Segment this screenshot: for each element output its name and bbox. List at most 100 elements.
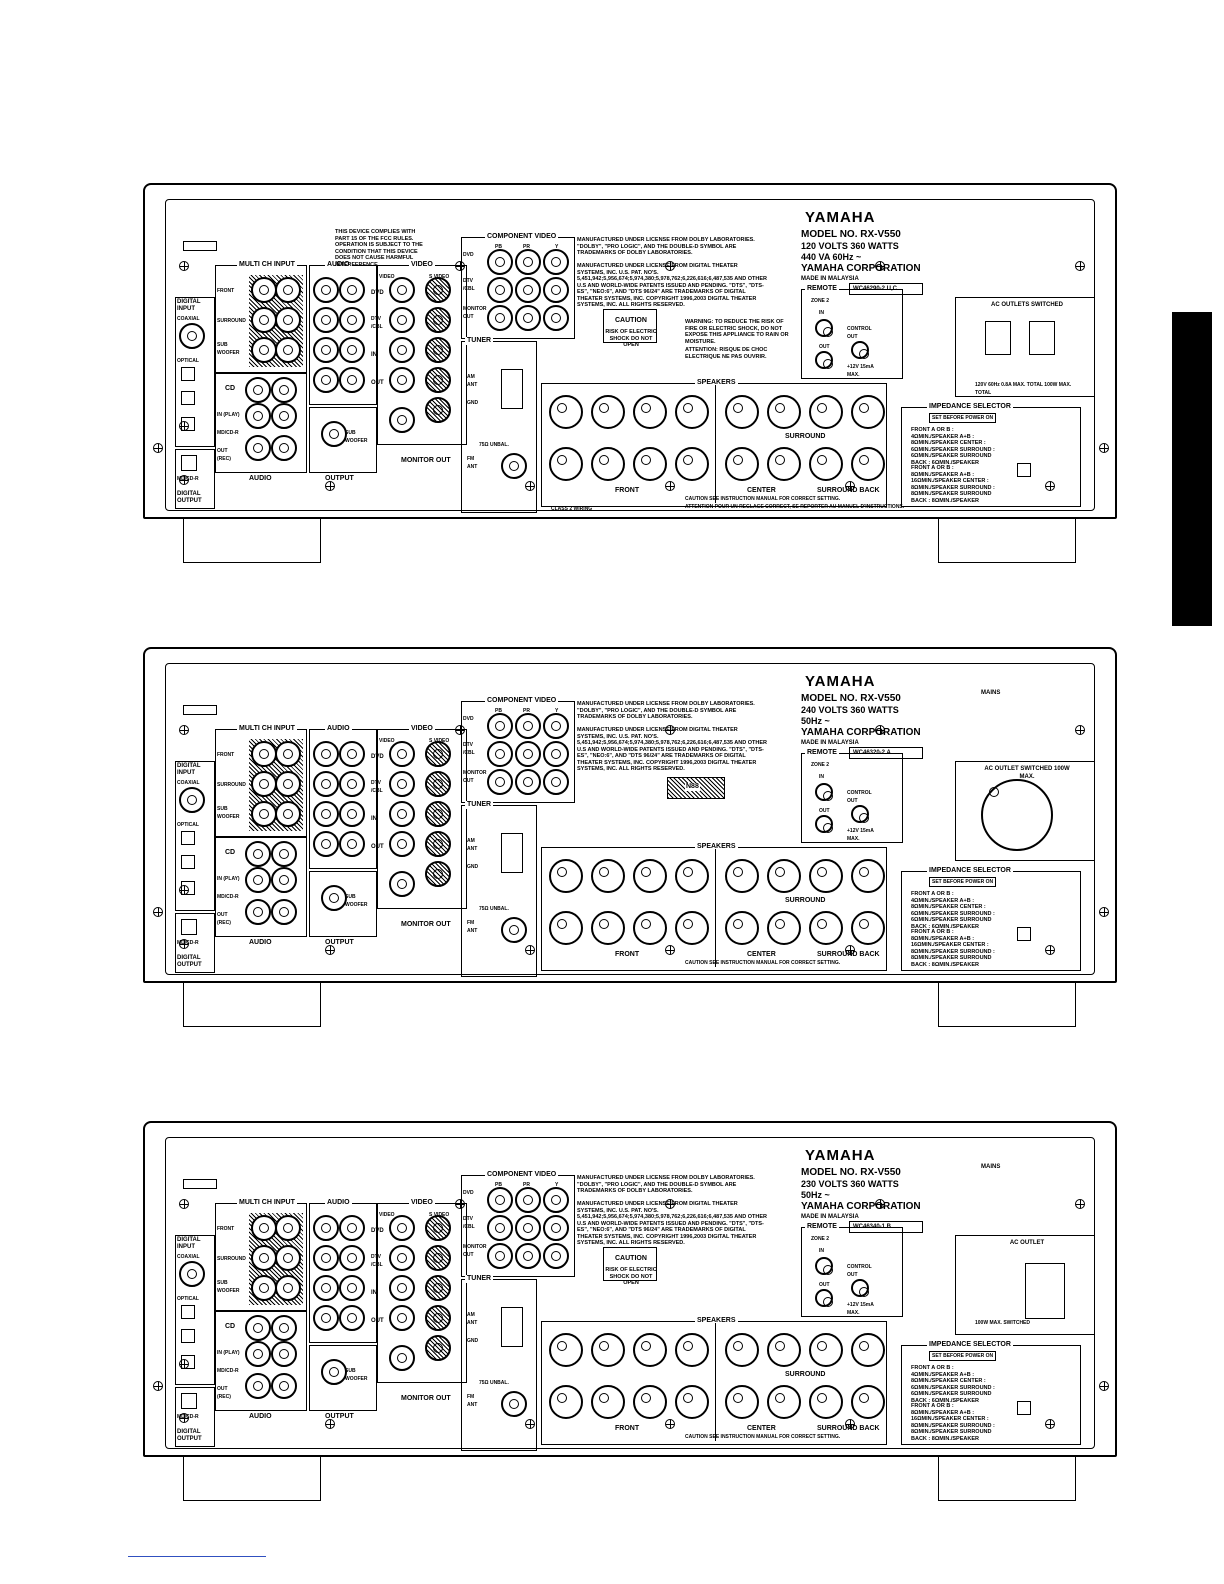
speaker-terminal-bottom-1[interactable]	[549, 447, 583, 481]
multi-ch-jack-3[interactable]	[251, 771, 277, 797]
av-audio-jack-4[interactable]	[339, 771, 365, 797]
component-jack-7[interactable]	[487, 305, 513, 331]
multi-ch-jack-6[interactable]	[275, 337, 301, 363]
video-jack-5[interactable]	[389, 1345, 415, 1371]
component-jack-2[interactable]	[515, 1187, 541, 1213]
component-jack-6[interactable]	[543, 277, 569, 303]
speaker-terminal-top-1[interactable]	[549, 395, 583, 429]
speaker-terminal-bottom-7[interactable]	[809, 447, 843, 481]
control-out-jack[interactable]	[851, 341, 869, 359]
speaker-terminal-bottom-2[interactable]	[591, 911, 625, 945]
av-audio-jack-2[interactable]	[339, 1215, 365, 1241]
speaker-terminal-top-2[interactable]	[591, 395, 625, 429]
speaker-terminal-top-2[interactable]	[591, 859, 625, 893]
component-jack-4[interactable]	[487, 741, 513, 767]
component-jack-1[interactable]	[487, 713, 513, 739]
video-jack-4[interactable]	[389, 1305, 415, 1331]
speaker-terminal-top-5[interactable]	[725, 395, 759, 429]
speaker-terminal-top-3[interactable]	[633, 859, 667, 893]
speaker-terminal-top-6[interactable]	[767, 1333, 801, 1367]
footer-link-line[interactable]	[128, 1556, 266, 1557]
s-video-jack-2[interactable]	[425, 1245, 451, 1271]
video-jack-2[interactable]	[389, 307, 415, 333]
multi-ch-jack-4[interactable]	[275, 307, 301, 333]
audio-jack-1[interactable]	[245, 377, 271, 403]
audio-jack-2[interactable]	[271, 377, 297, 403]
coaxial-jack[interactable]	[179, 787, 205, 813]
speaker-terminal-top-8[interactable]	[851, 859, 885, 893]
audio-jack-5[interactable]	[245, 1373, 271, 1399]
component-jack-6[interactable]	[543, 1215, 569, 1241]
speaker-terminal-top-5[interactable]	[725, 1333, 759, 1367]
remote-in-jack[interactable]	[815, 783, 833, 801]
audio-jack-3[interactable]	[245, 867, 271, 893]
s-video-jack-3[interactable]	[425, 337, 451, 363]
component-jack-5[interactable]	[515, 277, 541, 303]
optical-in-1[interactable]	[181, 831, 195, 845]
optical-out[interactable]	[181, 1393, 197, 1409]
s-video-jack-2[interactable]	[425, 307, 451, 333]
speaker-terminal-top-1[interactable]	[549, 859, 583, 893]
multi-ch-jack-1[interactable]	[251, 277, 277, 303]
audio-jack-3[interactable]	[245, 1341, 271, 1367]
av-audio-jack-1[interactable]	[313, 741, 339, 767]
sub-woofer-jack[interactable]	[321, 1359, 347, 1385]
control-out-jack[interactable]	[851, 1279, 869, 1297]
multi-ch-jack-4[interactable]	[275, 771, 301, 797]
av-audio-jack-8[interactable]	[339, 831, 365, 857]
audio-jack-6[interactable]	[271, 435, 297, 461]
video-jack-4[interactable]	[389, 831, 415, 857]
component-jack-1[interactable]	[487, 249, 513, 275]
s-video-jack-5[interactable]	[425, 1335, 451, 1361]
video-jack-3[interactable]	[389, 337, 415, 363]
multi-ch-jack-6[interactable]	[275, 1275, 301, 1301]
optical-in-2[interactable]	[181, 391, 195, 405]
speaker-terminal-bottom-6[interactable]	[767, 447, 801, 481]
speaker-terminal-top-7[interactable]	[809, 1333, 843, 1367]
video-jack-2[interactable]	[389, 771, 415, 797]
av-audio-jack-3[interactable]	[313, 307, 339, 333]
multi-ch-jack-5[interactable]	[251, 337, 277, 363]
remote-in-jack[interactable]	[815, 319, 833, 337]
optical-out[interactable]	[181, 455, 197, 471]
av-audio-jack-3[interactable]	[313, 1245, 339, 1271]
audio-jack-3[interactable]	[245, 403, 271, 429]
s-video-jack-5[interactable]	[425, 397, 451, 423]
speaker-terminal-bottom-2[interactable]	[591, 447, 625, 481]
av-audio-jack-5[interactable]	[313, 801, 339, 827]
speaker-terminal-top-4[interactable]	[675, 1333, 709, 1367]
optical-in-3[interactable]	[181, 881, 195, 895]
speaker-terminal-bottom-1[interactable]	[549, 1385, 583, 1419]
ac-outlet-square[interactable]	[1025, 1263, 1065, 1319]
speaker-terminal-top-5[interactable]	[725, 859, 759, 893]
s-video-jack-4[interactable]	[425, 367, 451, 393]
speaker-terminal-bottom-8[interactable]	[851, 1385, 885, 1419]
optical-out[interactable]	[181, 919, 197, 935]
av-audio-jack-7[interactable]	[313, 831, 339, 857]
av-audio-jack-8[interactable]	[339, 367, 365, 393]
coaxial-jack[interactable]	[179, 1261, 205, 1287]
fm-antenna-jack[interactable]	[501, 917, 527, 943]
multi-ch-jack-6[interactable]	[275, 801, 301, 827]
av-audio-jack-1[interactable]	[313, 277, 339, 303]
video-jack-3[interactable]	[389, 801, 415, 827]
av-audio-jack-8[interactable]	[339, 1305, 365, 1331]
speaker-terminal-top-8[interactable]	[851, 395, 885, 429]
audio-jack-4[interactable]	[271, 867, 297, 893]
audio-jack-5[interactable]	[245, 899, 271, 925]
speaker-terminal-bottom-8[interactable]	[851, 447, 885, 481]
av-audio-jack-4[interactable]	[339, 1245, 365, 1271]
audio-jack-2[interactable]	[271, 841, 297, 867]
component-jack-7[interactable]	[487, 1243, 513, 1269]
control-out-jack[interactable]	[851, 805, 869, 823]
av-audio-jack-5[interactable]	[313, 1275, 339, 1301]
speaker-terminal-bottom-4[interactable]	[675, 1385, 709, 1419]
audio-jack-5[interactable]	[245, 435, 271, 461]
multi-ch-jack-5[interactable]	[251, 1275, 277, 1301]
component-jack-1[interactable]	[487, 1187, 513, 1213]
speaker-terminal-top-7[interactable]	[809, 395, 843, 429]
s-video-jack-4[interactable]	[425, 1305, 451, 1331]
ac-outlet-round[interactable]	[981, 779, 1053, 851]
s-video-jack-2[interactable]	[425, 771, 451, 797]
optical-in-3[interactable]	[181, 417, 195, 431]
